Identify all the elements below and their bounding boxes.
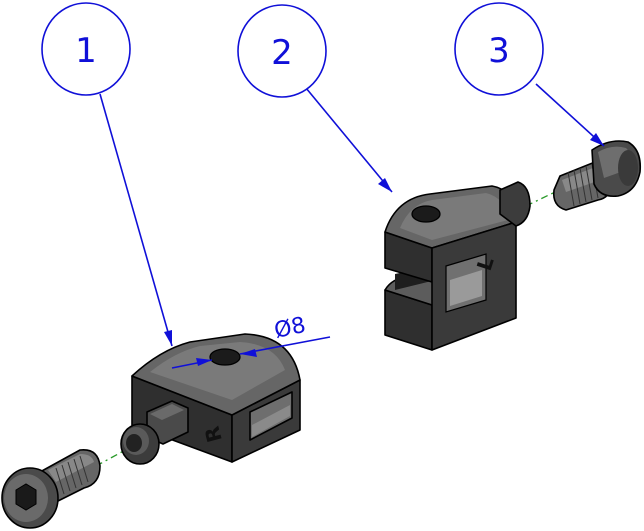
balloon-3-label: 3 — [488, 31, 510, 71]
screw-lower — [1, 449, 101, 529]
clevis-left-part: L — [384, 181, 531, 351]
balloon-2-label: 2 — [271, 33, 293, 73]
balloon-1 — [41, 2, 131, 96]
balloon-2 — [237, 4, 327, 98]
balloon-1-label: 1 — [75, 31, 97, 71]
balloon-3-group: 3 — [454, 2, 605, 147]
diameter-label: Ø8 — [272, 313, 308, 344]
balloon-3 — [454, 2, 544, 96]
balloon-2-group: 2 — [237, 4, 393, 193]
clevis-right-part: R — [120, 333, 301, 465]
engraving-r: R — [200, 424, 227, 445]
balloon-1-group: 1 — [41, 2, 173, 347]
pin-hole-left — [411, 205, 441, 223]
screw-upper — [552, 140, 642, 211]
pin-hole-right — [209, 348, 241, 366]
